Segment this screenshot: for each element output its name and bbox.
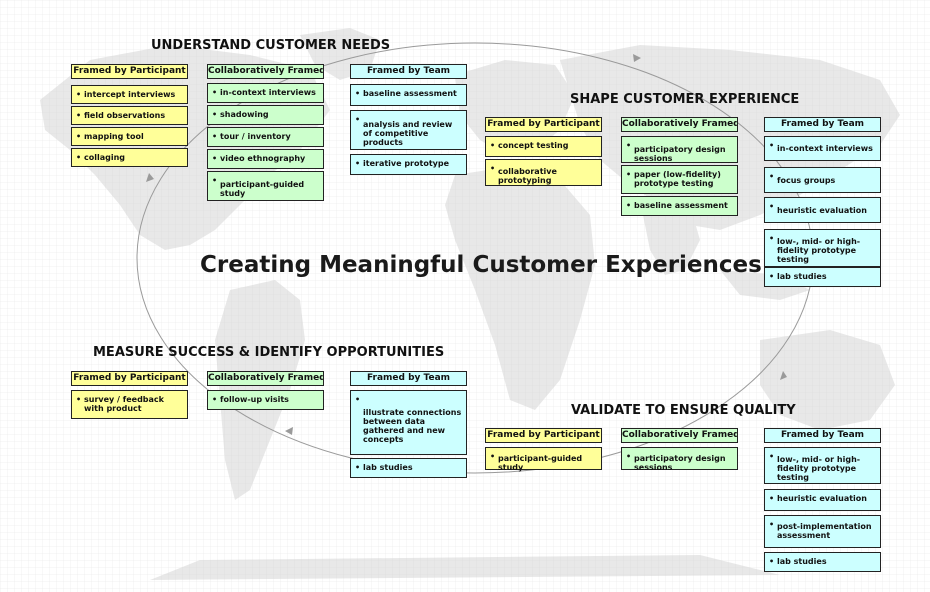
column-header: Framed by Team <box>350 371 467 386</box>
arrow-head-top <box>633 54 641 62</box>
column-header: Framed by Participant <box>485 117 602 132</box>
shape-collaborative-column: Collaboratively Framed participatory des… <box>621 117 738 216</box>
list-item: heuristic evaluation <box>764 489 881 511</box>
shape-title: SHAPE CUSTOMER EXPERIENCE <box>570 92 800 107</box>
list-item: heuristic evaluation <box>764 197 881 223</box>
validate-collaborative-column: Collaboratively Framed participatory des… <box>621 428 738 472</box>
list-item: low-, mid- or high-fidelity prototype te… <box>764 229 881 267</box>
understand-team-column: Framed by Team baseline assessment analy… <box>350 64 467 175</box>
column-header: Framed by Team <box>764 428 881 443</box>
column-header: Framed by Team <box>764 117 881 132</box>
column-header: Collaboratively Framed <box>621 117 738 132</box>
list-item: low-, mid- or high-fidelity prototype te… <box>764 447 881 484</box>
column-header: Collaboratively Framed <box>207 371 324 386</box>
list-item: follow-up visits <box>207 390 324 410</box>
list-item: illustrate connections between data gath… <box>350 390 467 455</box>
list-item: tour / inventory <box>207 127 324 147</box>
arrow-head-right <box>780 371 787 380</box>
list-item: iterative prototype <box>350 154 467 175</box>
list-item: shadowing <box>207 105 324 125</box>
measure-team-column: Framed by Team illustrate connections be… <box>350 371 467 478</box>
column-header: Collaboratively Framed <box>621 428 738 443</box>
validate-team-column: Framed by Team low-, mid- or high-fideli… <box>764 428 881 572</box>
list-item: baseline assessment <box>350 84 467 106</box>
measure-collaborative-column: Collaboratively Framed follow-up visits <box>207 371 324 410</box>
list-item: lab studies <box>350 458 467 478</box>
list-item: baseline assessment <box>621 196 738 216</box>
understand-collaborative-column: Collaboratively Framed in-context interv… <box>207 64 324 201</box>
list-item: lab studies <box>764 552 881 572</box>
list-item: mapping tool <box>71 127 188 146</box>
list-item: lab studies <box>764 267 881 287</box>
column-header: Framed by Participant <box>485 428 602 443</box>
column-header: Framed by Participant <box>71 64 188 79</box>
list-item: collaging <box>71 148 188 167</box>
shape-participant-column: Framed by Participant concept testing co… <box>485 117 602 186</box>
measure-participant-column: Framed by Participant survey / feedback … <box>71 371 188 419</box>
list-item: video ethnography <box>207 149 324 169</box>
shape-team-column: Framed by Team in-context interviews foc… <box>764 117 881 287</box>
arrow-head-left <box>146 173 154 182</box>
arrow-head-bottom <box>285 427 293 435</box>
list-item: concept testing <box>485 136 602 157</box>
validate-participant-column: Framed by Participant participant-guided… <box>485 428 602 472</box>
main-title: Creating Meaningful Customer Experiences <box>200 252 762 278</box>
list-item: collaborative prototyping <box>485 159 602 186</box>
list-item: survey / feedback with product <box>71 390 188 419</box>
list-item: participant-guided study <box>485 447 602 472</box>
list-item: intercept interviews <box>71 85 188 104</box>
column-header: Framed by Participant <box>71 371 188 386</box>
list-item: post-implementation assessment <box>764 515 881 548</box>
understand-title: UNDERSTAND CUSTOMER NEEDS <box>151 38 391 53</box>
column-header: Framed by Team <box>350 64 467 79</box>
list-item: in-context interviews <box>764 136 881 161</box>
list-item: focus groups <box>764 167 881 193</box>
measure-title: MEASURE SUCCESS & IDENTIFY OPPORTUNITIES <box>93 345 445 360</box>
column-header: Collaboratively Framed <box>207 64 324 79</box>
list-item: analysis and review of competitive produ… <box>350 110 467 150</box>
list-item: in-context interviews <box>207 83 324 103</box>
list-item: paper (low-fidelity) prototype testing <box>621 165 738 194</box>
list-item: participant-guided study <box>207 171 324 201</box>
list-item: participatory design sessions <box>621 447 738 472</box>
understand-participant-column: Framed by Participant intercept intervie… <box>71 64 188 167</box>
list-item: participatory design sessions <box>621 136 738 163</box>
list-item: field observations <box>71 106 188 125</box>
validate-title: VALIDATE TO ENSURE QUALITY <box>571 403 796 418</box>
